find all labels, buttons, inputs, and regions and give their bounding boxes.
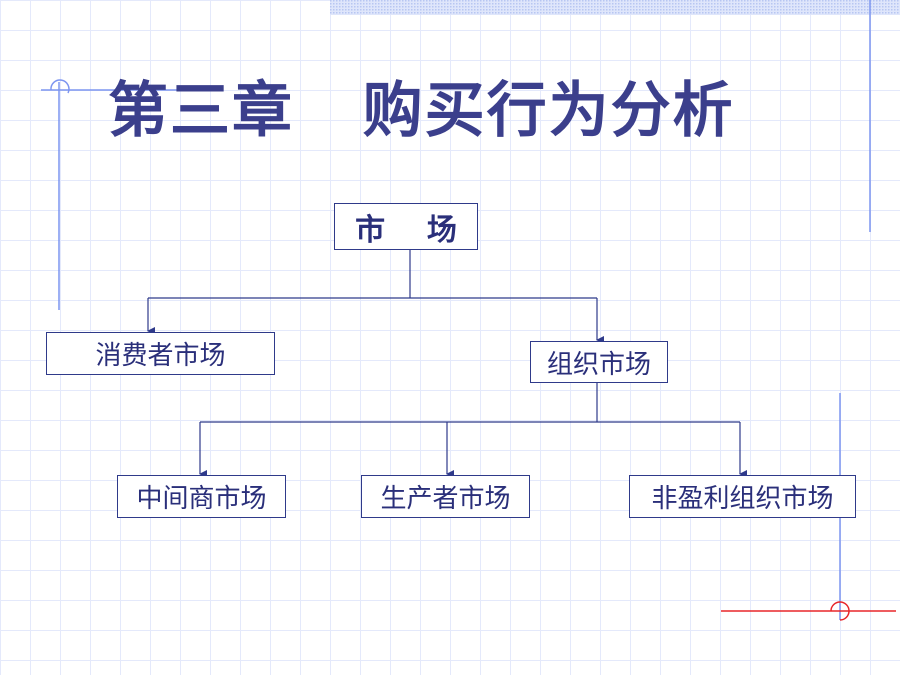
left-circle-icon <box>50 79 70 94</box>
node-consumer-market: 消费者市场 <box>46 332 275 375</box>
node-producer-market: 生产者市场 <box>361 475 530 518</box>
bottom-circle-icon <box>830 601 850 621</box>
node-reseller-market: 中间商市场 <box>117 475 286 518</box>
slide-title: 第三章 购买行为分析 <box>108 76 735 146</box>
node-nonprofit-market: 非盈利组织市场 <box>629 475 856 518</box>
top-band <box>330 0 900 15</box>
connectors <box>147 250 747 478</box>
node-market: 市 场 <box>334 203 478 250</box>
node-organization-market: 组织市场 <box>530 341 668 383</box>
